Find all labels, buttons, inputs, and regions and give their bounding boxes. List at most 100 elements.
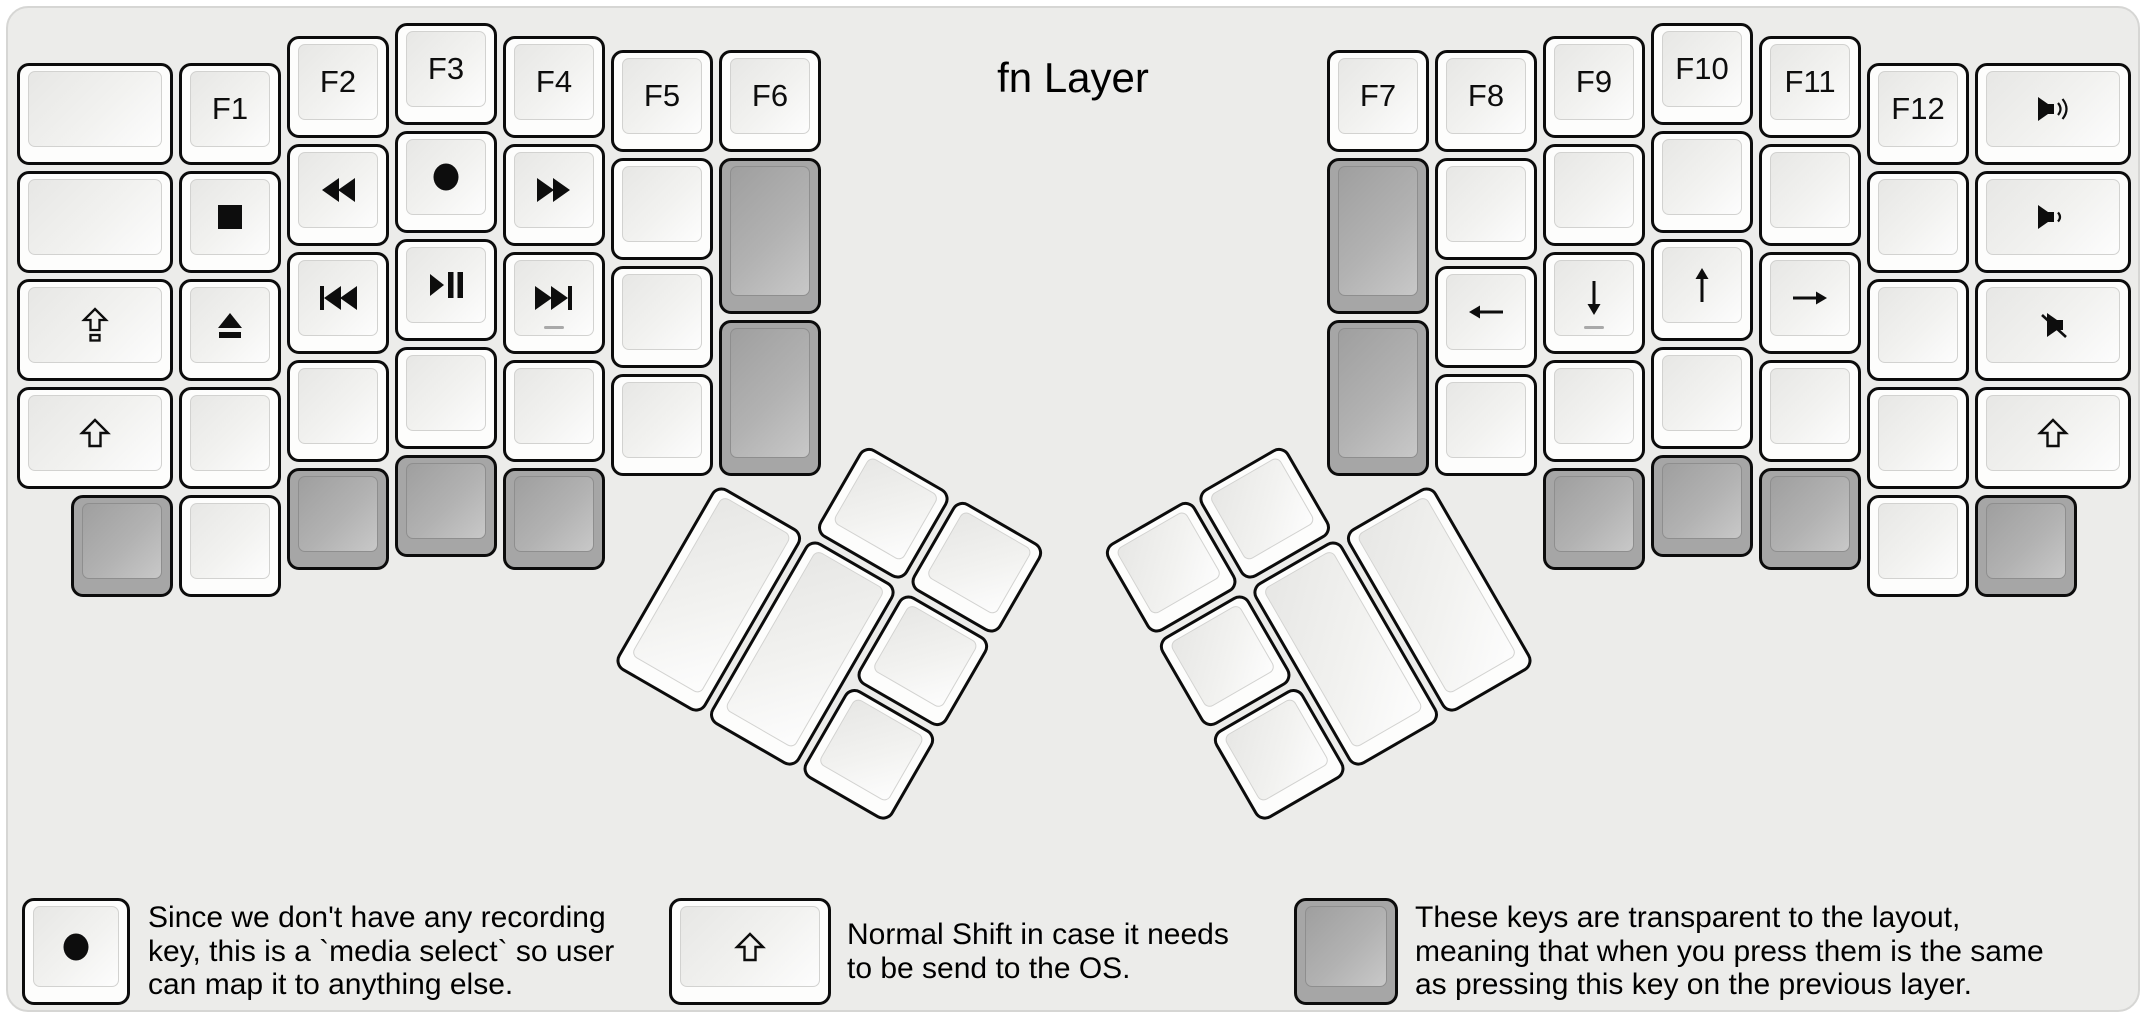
keycap-surface: F9 xyxy=(1554,44,1634,120)
volume-up-icon xyxy=(2031,95,2075,123)
key-blank[interactable] xyxy=(1651,347,1753,449)
keycap-surface xyxy=(1878,503,1958,579)
key-blank[interactable] xyxy=(395,347,497,449)
key-rewind[interactable] xyxy=(287,144,389,246)
keycap-surface: F8 xyxy=(1446,58,1526,134)
keycap-surface xyxy=(1770,260,1850,336)
keycap-surface xyxy=(298,476,378,552)
key-eject[interactable] xyxy=(179,279,281,381)
key-blank[interactable] xyxy=(1867,387,1969,489)
keycap-surface xyxy=(622,274,702,350)
keycap-surface: F12 xyxy=(1878,71,1958,147)
legend-line: can map it to anything else. xyxy=(148,968,514,1002)
legend-transparent-text: These keys are transparent to the layout… xyxy=(1415,901,2044,1002)
key-blank[interactable] xyxy=(1435,158,1537,260)
keycap-surface xyxy=(1305,906,1387,987)
key-label: F8 xyxy=(1467,78,1505,113)
key-transparent[interactable] xyxy=(1327,320,1429,476)
key-transparent[interactable] xyxy=(503,468,605,570)
homing-dash xyxy=(1584,325,1604,329)
keycap-surface xyxy=(190,179,270,255)
keycap-surface xyxy=(1770,152,1850,228)
key-f8[interactable]: F8 xyxy=(1435,50,1537,152)
key-label: F7 xyxy=(1359,78,1397,113)
key-blank[interactable] xyxy=(17,63,173,165)
caps-lock-icon xyxy=(80,307,110,343)
key-blank[interactable] xyxy=(1435,374,1537,476)
keycap-surface xyxy=(406,247,486,323)
key-blank[interactable] xyxy=(1543,360,1645,462)
key-volume-down[interactable] xyxy=(1975,171,2131,273)
key-blank[interactable] xyxy=(611,158,713,260)
key-prev-track[interactable] xyxy=(287,252,389,354)
keycap-surface xyxy=(190,503,270,579)
keycap-surface xyxy=(622,166,702,242)
keycap-surface xyxy=(1554,260,1634,336)
key-next-track[interactable] xyxy=(503,252,605,354)
keycap-surface xyxy=(298,152,378,228)
key-label: F3 xyxy=(427,51,465,86)
key-f9[interactable]: F9 xyxy=(1543,36,1645,138)
key-transparent[interactable] xyxy=(719,158,821,314)
key-f5[interactable]: F5 xyxy=(611,50,713,152)
key-blank[interactable] xyxy=(1867,279,1969,381)
key-blank[interactable] xyxy=(287,360,389,462)
key-blank[interactable] xyxy=(1867,171,1969,273)
keycap-surface xyxy=(1446,274,1526,350)
key-arrow-down[interactable] xyxy=(1543,252,1645,354)
key-blank[interactable] xyxy=(1543,144,1645,246)
key-transparent[interactable] xyxy=(1651,455,1753,557)
key-blank[interactable] xyxy=(611,266,713,368)
key-f4[interactable]: F4 xyxy=(503,36,605,138)
key-transparent[interactable] xyxy=(1327,158,1429,314)
key-blank[interactable] xyxy=(17,171,173,273)
key-label: F5 xyxy=(643,78,681,113)
key-mute[interactable] xyxy=(1975,279,2131,381)
key-transparent[interactable] xyxy=(1759,468,1861,570)
keycap-surface xyxy=(1986,287,2120,363)
key-blank[interactable] xyxy=(179,495,281,597)
key-transparent[interactable] xyxy=(719,320,821,476)
key-transparent[interactable] xyxy=(287,468,389,570)
key-volume-up[interactable] xyxy=(1975,63,2131,165)
key-transparent[interactable] xyxy=(71,495,173,597)
key-f2[interactable]: F2 xyxy=(287,36,389,138)
key-blank[interactable] xyxy=(611,374,713,476)
key-f3[interactable]: F3 xyxy=(395,23,497,125)
key-transparent[interactable] xyxy=(1975,495,2077,597)
arrow-down-icon xyxy=(1579,279,1609,317)
keycap-surface xyxy=(1878,179,1958,255)
key-stop[interactable] xyxy=(179,171,281,273)
legend-record-text: Since we don't have any recording key, t… xyxy=(148,901,614,1002)
key-arrow-right[interactable] xyxy=(1759,252,1861,354)
key-f12[interactable]: F12 xyxy=(1867,63,1969,165)
key-f11[interactable]: F11 xyxy=(1759,36,1861,138)
key-arrow-left[interactable] xyxy=(1435,266,1537,368)
keycap-surface xyxy=(1770,476,1850,552)
key-fast-forward[interactable] xyxy=(503,144,605,246)
key-blank[interactable] xyxy=(1759,144,1861,246)
key-f7[interactable]: F7 xyxy=(1327,50,1429,152)
key-f10[interactable]: F10 xyxy=(1651,23,1753,125)
key-transparent[interactable] xyxy=(395,455,497,557)
key-f6[interactable]: F6 xyxy=(719,50,821,152)
key-blank[interactable] xyxy=(1651,131,1753,233)
key-transparent[interactable] xyxy=(1543,468,1645,570)
key-shift-left[interactable] xyxy=(17,387,173,489)
keycap-surface xyxy=(1554,368,1634,444)
key-play-pause[interactable] xyxy=(395,239,497,341)
key-caps-lock[interactable] xyxy=(17,279,173,381)
key-arrow-up[interactable] xyxy=(1651,239,1753,341)
key-blank[interactable] xyxy=(1759,360,1861,462)
arrow-up-icon xyxy=(1687,266,1717,304)
key-label: F6 xyxy=(751,78,789,113)
key-record[interactable] xyxy=(395,131,497,233)
key-blank[interactable] xyxy=(503,360,605,462)
keycap-surface xyxy=(514,368,594,444)
keycap-surface: F3 xyxy=(406,31,486,107)
key-blank[interactable] xyxy=(179,387,281,489)
key-blank[interactable] xyxy=(1867,495,1969,597)
key-shift-right[interactable] xyxy=(1975,387,2131,489)
keycap-surface xyxy=(1446,166,1526,242)
key-f1[interactable]: F1 xyxy=(179,63,281,165)
